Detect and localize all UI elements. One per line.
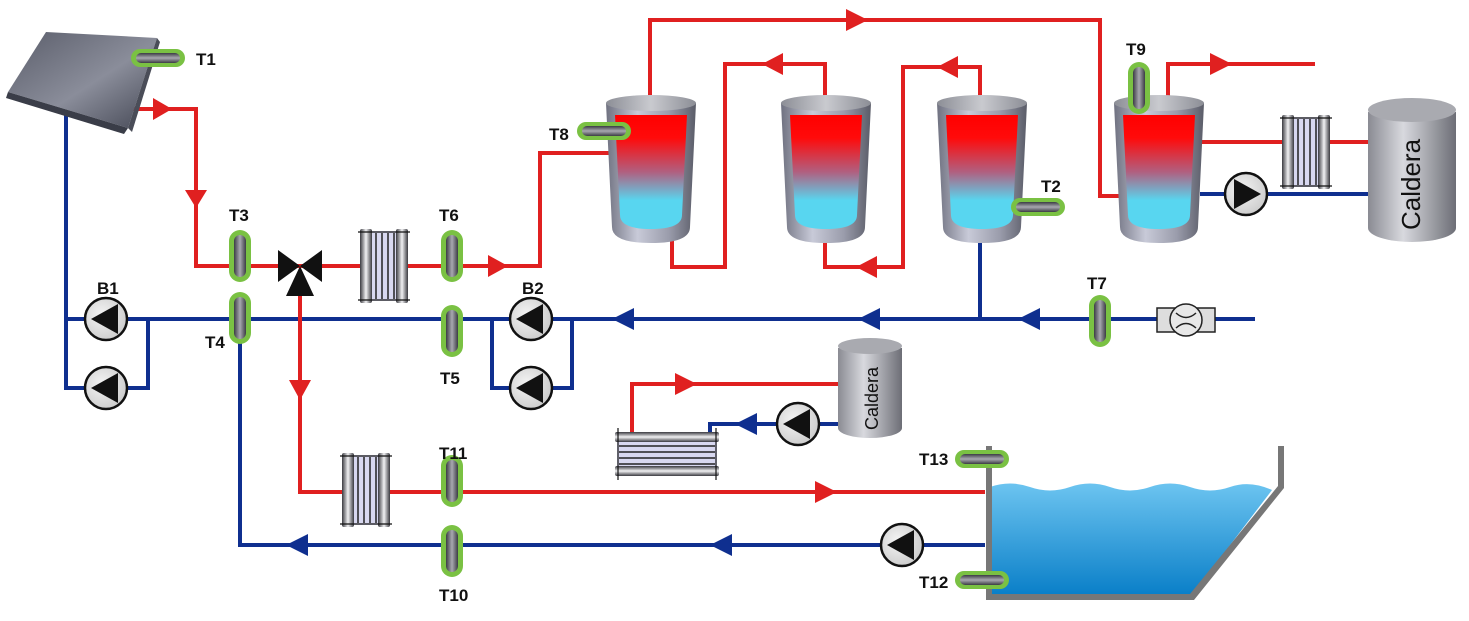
sensor-label-t11: T11 <box>439 444 467 463</box>
plate-heat-exchanger-icon[interactable] <box>615 428 719 480</box>
solar-panel-icon <box>6 32 160 134</box>
pool-boiler-label: Caldera <box>862 366 882 430</box>
pump-icon[interactable] <box>1223 171 1269 217</box>
pipe-hot-to-tank1 <box>405 151 612 268</box>
pipe-solar-cold <box>64 110 150 390</box>
storage-tank-icon <box>937 95 1027 243</box>
arrow-left-icon <box>286 534 308 556</box>
arrow-left-icon <box>735 413 757 435</box>
sensor-label-t6: T6 <box>439 206 459 225</box>
arrow-left-icon <box>762 53 783 75</box>
pipe-valve-down <box>298 280 985 494</box>
sensor-label-t7: T7 <box>1087 274 1107 293</box>
pump-icon[interactable] <box>775 401 821 447</box>
pump-label-b2: B2 <box>522 279 544 298</box>
arrow-right-icon <box>153 98 172 120</box>
temperature-sensor-t12[interactable] <box>955 571 1009 589</box>
arrow-down-icon <box>185 190 207 208</box>
sensor-label-t5: T5 <box>440 369 460 388</box>
pipe-pool-caldera-cold <box>708 422 840 445</box>
arrow-right-icon <box>846 9 868 31</box>
pump-icon[interactable] <box>879 522 925 568</box>
arrow-down-icon <box>289 380 311 400</box>
temperature-sensor-t5[interactable] <box>441 305 463 357</box>
arrow-left-icon <box>937 56 958 78</box>
pipe-pool-caldera-hot <box>630 382 840 445</box>
boiler-icon: Caldera <box>1368 98 1456 242</box>
sensor-label-t13: T13 <box>919 450 948 469</box>
arrow-right-icon <box>815 481 837 503</box>
sensor-label-t10: T10 <box>439 586 468 605</box>
pump-icon[interactable] <box>508 365 554 411</box>
plate-heat-exchanger-icon[interactable] <box>1280 115 1332 189</box>
temperature-sensor-t10[interactable] <box>441 525 463 577</box>
pool-icon <box>986 446 1284 600</box>
sensor-label-t2: T2 <box>1041 177 1061 196</box>
arrow-left-icon <box>1018 308 1040 330</box>
temperature-sensor-t13[interactable] <box>955 450 1009 468</box>
plate-heat-exchanger-icon[interactable] <box>340 453 392 527</box>
three-way-valve-icon[interactable] <box>278 250 322 296</box>
temperature-sensor-t2[interactable] <box>1011 198 1065 216</box>
sensor-label-t4: T4 <box>205 333 225 352</box>
storage-tank-icon <box>606 95 696 243</box>
pipe-tank1-top-loop <box>648 18 1122 198</box>
boiler-icon: Caldera <box>838 338 902 438</box>
pump-icon[interactable] <box>83 296 129 342</box>
pipe-tank1-to-tank2 <box>670 62 827 269</box>
temperature-sensor-t8[interactable] <box>577 122 631 140</box>
flow-arrows <box>153 9 1232 556</box>
arrow-left-icon <box>710 534 732 556</box>
temperature-sensor-t9[interactable] <box>1128 62 1150 114</box>
plate-heat-exchanger-icon[interactable] <box>358 229 410 303</box>
pipe-pool-return <box>238 330 985 547</box>
pumps <box>83 171 1269 568</box>
flow-meter-icon <box>1156 303 1216 337</box>
temperature-sensor-t4[interactable] <box>229 292 251 344</box>
pipe-tank2-to-tank3 <box>823 65 982 269</box>
labels: T1 T2 T3 T4 T5 T6 T7 T8 T9 T10 T11 T12 T… <box>97 40 1146 605</box>
boiler-label: Caldera <box>1396 138 1426 230</box>
sensor-label-t8: T8 <box>549 125 569 144</box>
arrow-left-icon <box>858 308 880 330</box>
sensor-label-t1: T1 <box>196 50 216 69</box>
pipe-tank4-out <box>1166 62 1315 98</box>
pump-label-b1: B1 <box>97 279 119 298</box>
arrow-right-icon <box>488 255 508 277</box>
storage-tank-icon <box>781 95 871 243</box>
temperature-sensor-t3[interactable] <box>229 230 251 282</box>
storage-tank-icon <box>1114 95 1204 243</box>
arrow-left-icon <box>612 308 634 330</box>
temperature-sensors <box>131 49 1150 589</box>
arrow-right-icon <box>675 373 697 395</box>
temperature-sensor-t6[interactable] <box>441 230 463 282</box>
arrow-right-icon <box>1210 53 1232 75</box>
sensor-label-t3: T3 <box>229 206 249 225</box>
arrow-left-icon <box>856 256 877 278</box>
temperature-sensor-t11[interactable] <box>441 455 463 507</box>
temperature-sensor-t7[interactable] <box>1089 295 1111 347</box>
sensor-label-t12: T12 <box>919 573 948 592</box>
pump-icon[interactable] <box>83 365 129 411</box>
sensor-label-t9: T9 <box>1126 40 1146 59</box>
pump-icon[interactable] <box>508 296 554 342</box>
temperature-sensor-t1[interactable] <box>131 49 185 67</box>
